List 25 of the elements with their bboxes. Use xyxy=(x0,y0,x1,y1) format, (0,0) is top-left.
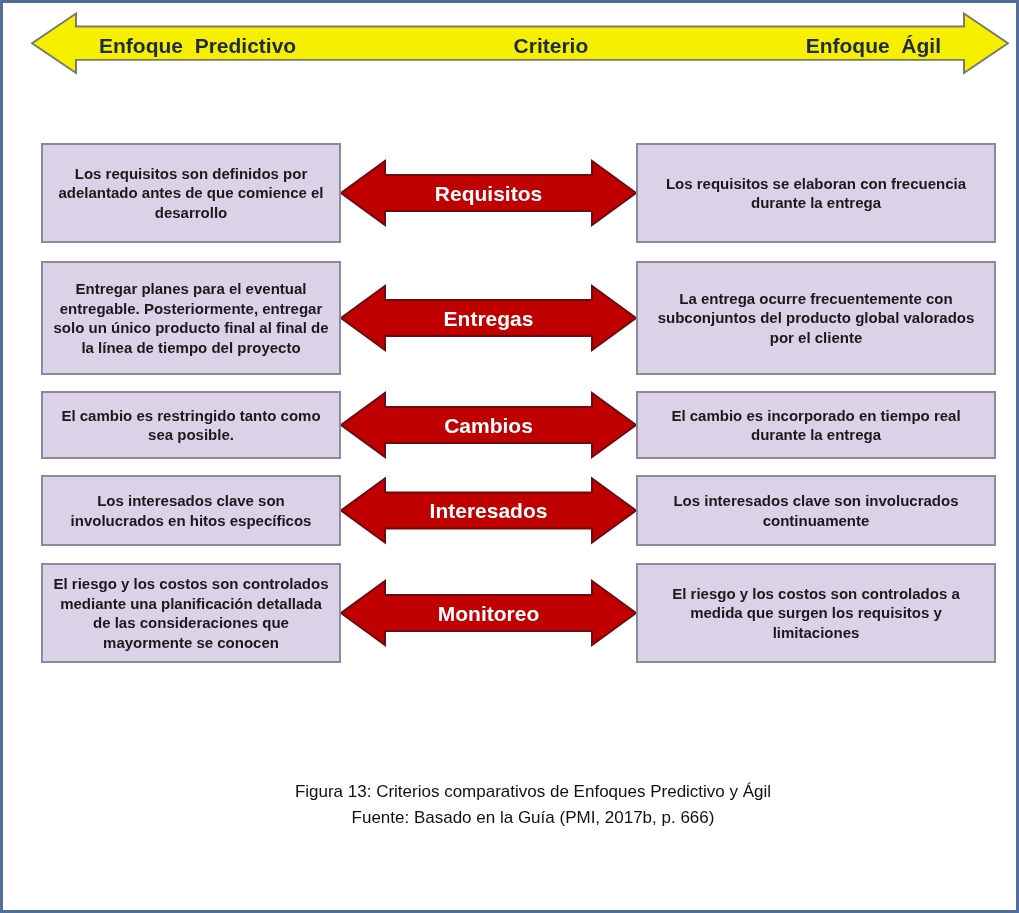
text-box: Entregar planes para el eventual entregable. Posteriormente, entregar solo un único producto final al final de la línea de tiempo del proyecto xyxy=(41,261,341,375)
text-box: El cambio es restringido tanto como sea posible. xyxy=(41,391,341,459)
text-box: La entrega ocurre frecuentemente con subconjuntos del producto global valorados por el cliente xyxy=(636,261,996,375)
double-arrow xyxy=(339,159,638,227)
source-note: Fuente: Basado en la Guía (PMI, 2017b, p. 666) xyxy=(351,806,715,829)
edge-label: Requisitos xyxy=(434,182,543,204)
text-box: El cambio es incorporado en tiempo real durante la entrega xyxy=(636,391,996,459)
text-box: Los requisitos son definidos por adelantado antes de que comience el desarrollo xyxy=(41,143,341,243)
edge-label: Entregas xyxy=(443,307,534,329)
edge-label: Cambios xyxy=(444,414,533,436)
heading-text: Criterio xyxy=(513,33,589,60)
text-box: Los interesados clave son involucrados continuamente xyxy=(636,475,996,546)
text-box: Los requisitos se elaboran con frecuencia durante la entrega xyxy=(636,143,996,243)
text-box: El riesgo y los costos son controlados a medida que surgen los requisitos y limitaciones xyxy=(636,563,996,663)
heading-text: Enfoque Predictivo xyxy=(99,33,297,60)
text-box: Los interesados clave son involucrados en hitos específicos xyxy=(41,475,341,546)
heading-text: Enfoque Ágil xyxy=(805,33,941,60)
double-arrow xyxy=(339,579,638,647)
double-arrow xyxy=(339,476,638,545)
double-arrow xyxy=(339,284,638,352)
double-arrow xyxy=(339,391,638,459)
edge-label: Monitoreo xyxy=(437,602,540,624)
caption: Figura 13: Criterios comparativos de Enfoques Predictivo y Ágil xyxy=(294,781,772,803)
text-box: El riesgo y los costos son controlados mediante una planificación detallada de las consideraciones que mayormente se conocen xyxy=(41,563,341,663)
edge-label: Interesados xyxy=(429,500,548,521)
